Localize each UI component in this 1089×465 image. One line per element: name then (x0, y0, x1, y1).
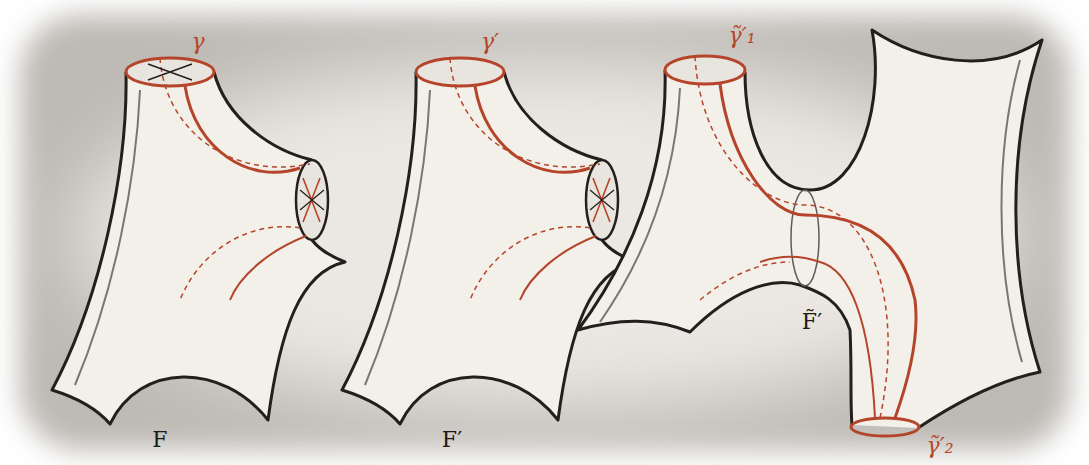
surface-label: F′ (442, 429, 462, 451)
curve-label: γ (191, 31, 204, 53)
surface-label: F̃′ (802, 311, 822, 333)
curve-label: γ̃′₂ (927, 435, 954, 457)
curve-label: γ′ (481, 31, 499, 53)
surface-label: F (152, 429, 167, 451)
curve-label: γ̃′₁ (729, 25, 756, 47)
